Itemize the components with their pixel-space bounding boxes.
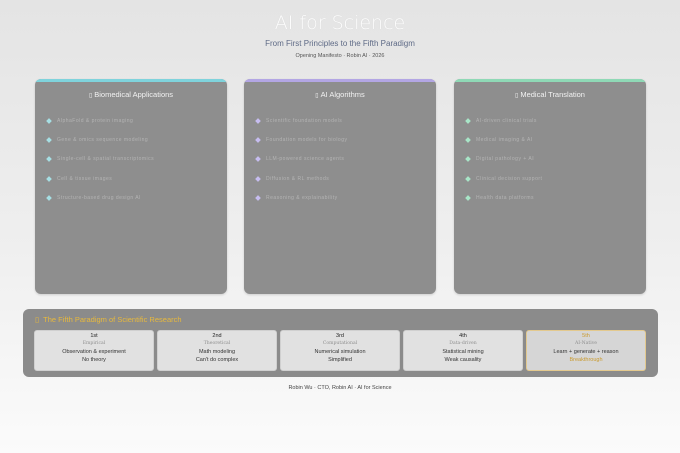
step-ordinal: 4th — [459, 333, 467, 339]
microscope-icon: ▯ — [88, 93, 93, 99]
card-accent-bar — [35, 79, 227, 82]
paradigm-step-1: 1st Empirical Observation & experiment N… — [34, 330, 154, 371]
list-item: Gene & omics sequence modeling — [46, 130, 227, 149]
card-heading: ▯Biomedical Applications — [35, 90, 227, 99]
list-item-label: Clinical decision support — [476, 175, 543, 182]
step-ordinal: 5th — [582, 333, 590, 339]
card-biomedical: ▯Biomedical Applications AlphaFold & pro… — [35, 79, 227, 294]
step-limitation: Breakthrough — [569, 357, 603, 363]
step-ordinal: 1st — [90, 333, 98, 339]
card-heading: ▯AI Algorithms — [244, 90, 436, 99]
diamond-bullet-icon — [255, 137, 261, 143]
step-description: Statistical mining — [442, 349, 484, 355]
card-title: AI Algorithms — [320, 90, 365, 99]
diamond-bullet-icon — [255, 194, 261, 201]
diamond-bullet-icon — [465, 194, 471, 201]
diamond-bullet-icon — [255, 175, 261, 182]
step-description: Math modeling — [198, 349, 236, 355]
list-item: AI-driven clinical trials — [465, 111, 646, 130]
diamond-bullet-icon — [465, 117, 471, 124]
card-heading: ▯Medical Translation — [454, 90, 646, 99]
list-item-label: Scientific foundation models — [266, 117, 343, 124]
card-title: Medical Translation — [520, 90, 585, 99]
diamond-bullet-icon — [46, 117, 52, 124]
list-item: Single-cell & spatial transcriptomics — [46, 150, 227, 169]
step-ordinal: 2nd — [212, 333, 222, 339]
step-name: Theoretical — [203, 341, 231, 346]
step-ordinal: 3rd — [336, 333, 344, 339]
list-item-label: Single-cell & spatial transcriptomics — [57, 156, 155, 163]
step-name: Computational — [322, 341, 358, 346]
paradigm-heading: ▯The Fifth Paradigm of Scientific Resear… — [35, 315, 182, 324]
step-name: AI-Native — [574, 341, 598, 346]
list-item-label: Foundation models for biology — [266, 136, 348, 143]
list-item-label: Health data platforms — [476, 194, 535, 201]
stethoscope-icon: ▯ — [515, 93, 519, 99]
card-accent-bar — [454, 79, 646, 82]
list-item: AlphaFold & protein imaging — [46, 111, 227, 130]
paradigm-step-4: 4th Data-driven Statistical mining Weak … — [403, 330, 523, 371]
list-item: Digital pathology + AI — [465, 150, 646, 169]
list-item: LLM-powered science agents — [255, 150, 436, 169]
step-description: Observation & experiment — [62, 349, 126, 355]
card-item-list: Scientific foundation models Foundation … — [244, 111, 436, 207]
list-item-label: LLM-powered science agents — [266, 156, 345, 163]
step-description: Numerical simulation — [314, 349, 366, 355]
diamond-bullet-icon — [46, 137, 52, 143]
list-item: Clinical decision support — [465, 169, 646, 188]
card-item-list: AlphaFold & protein imaging Gene & omics… — [35, 111, 227, 207]
diamond-bullet-icon — [465, 137, 471, 143]
page-title: AI for Science — [274, 12, 406, 34]
step-name: Empirical — [82, 341, 106, 346]
card-item-list: AI-driven clinical trials Medical imagin… — [454, 111, 646, 207]
page-subtitle: From First Principles to the Fifth Parad… — [265, 39, 415, 48]
list-item: Foundation models for biology — [255, 130, 436, 149]
step-limitation: Simplified — [328, 357, 352, 363]
card-accent-bar — [244, 79, 436, 82]
card-ai-algorithms: ▯AI Algorithms Scientific foundation mod… — [244, 79, 436, 294]
step-limitation: Can't do complex — [195, 357, 239, 363]
list-item-label: Diffusion & RL methods — [266, 175, 330, 182]
list-item: Reasoning & explainability — [255, 188, 436, 207]
diamond-bullet-icon — [46, 175, 52, 182]
list-item-label: AI-driven clinical trials — [476, 117, 537, 124]
list-item-label: Cell & tissue images — [57, 175, 113, 182]
diamond-bullet-icon — [255, 117, 261, 124]
paradigm-title: The Fifth Paradigm of Scientific Researc… — [43, 315, 182, 324]
list-item: Health data platforms — [465, 188, 646, 207]
paradigm-step-3: 3rd Computational Numerical simulation S… — [280, 330, 400, 371]
step-limitation: Weak causality — [444, 357, 482, 363]
list-item: Structure-based drug design AI — [46, 188, 227, 207]
diamond-bullet-icon — [46, 194, 52, 201]
paradigm-panel: ▯The Fifth Paradigm of Scientific Resear… — [23, 309, 658, 377]
paradigm-step-5: 5th AI-Native Learn + generate + reason … — [526, 330, 646, 371]
diamond-bullet-icon — [465, 156, 471, 163]
diamond-bullet-icon — [255, 156, 261, 163]
step-limitation: No theory — [82, 357, 106, 363]
list-item: Medical imaging & AI — [465, 130, 646, 149]
page-meta: Opening Manifesto · Robin AI · 2026 — [295, 53, 385, 59]
list-item-label: Reasoning & explainability — [266, 194, 338, 201]
diamond-bullet-icon — [46, 156, 52, 163]
list-item: Diffusion & RL methods — [255, 169, 436, 188]
list-item-label: AlphaFold & protein imaging — [57, 117, 134, 124]
diamond-bullet-icon — [465, 175, 471, 182]
card-medical-translation: ▯Medical Translation AI-driven clinical … — [454, 79, 646, 294]
step-description: Learn + generate + reason — [553, 349, 619, 355]
list-item-label: Digital pathology + AI — [476, 156, 535, 163]
card-title: Biomedical Applications — [94, 90, 174, 99]
paradigm-steps: 1st Empirical Observation & experiment N… — [34, 330, 646, 371]
paradigm-step-2: 2nd Theoretical Math modeling Can't do c… — [157, 330, 277, 371]
list-item-label: Gene & omics sequence modeling — [57, 136, 149, 143]
list-item-label: Structure-based drug design AI — [57, 194, 141, 201]
lightbulb-icon: ▯ — [35, 315, 40, 324]
footer-credit: Robin Wu · CTO, Robin AI · AI for Scienc… — [288, 385, 392, 391]
step-name: Data-driven — [449, 341, 477, 346]
list-item: Scientific foundation models — [255, 111, 436, 130]
list-item-label: Medical imaging & AI — [476, 136, 533, 143]
chip-icon: ▯ — [315, 93, 319, 99]
list-item: Cell & tissue images — [46, 169, 227, 188]
